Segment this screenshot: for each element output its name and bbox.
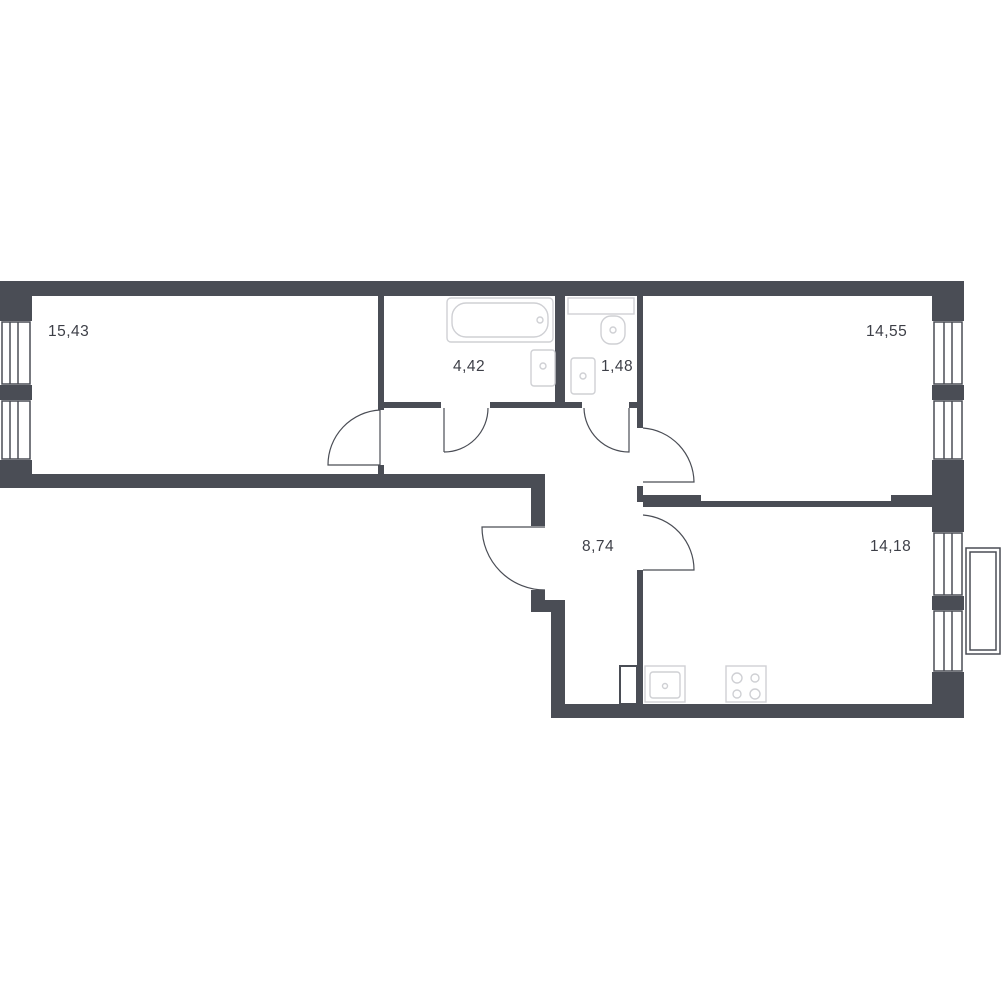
door-right-bedroom — [642, 427, 695, 483]
window-right-lower — [933, 400, 963, 460]
kitchen-sink — [644, 665, 686, 703]
bedroom-kitchen-wall-right — [891, 495, 932, 507]
fixtures — [446, 297, 767, 703]
window-left-upper — [1, 321, 31, 385]
toilet-sink — [570, 357, 596, 395]
area-label-kitchen: 14,18 — [870, 538, 911, 555]
area-label-toilet: 1,48 — [601, 358, 633, 375]
hall-kitchen-partition — [637, 570, 643, 705]
area-label-bedroom-right: 14,55 — [866, 323, 907, 340]
toilet-wall-left — [565, 402, 582, 408]
bottom-outer-wall — [551, 704, 964, 718]
left-bedroom-bottom-wall — [0, 474, 545, 488]
hall-wall-upper — [531, 474, 545, 526]
bedroom-door-stub — [378, 465, 384, 475]
bath-wall-left — [384, 402, 441, 408]
door-kitchen — [642, 514, 695, 571]
area-label-bathroom: 4,42 — [453, 358, 485, 375]
area-label-hallway: 8,74 — [582, 538, 614, 555]
toilet-wall-right — [629, 402, 641, 408]
hall-left-wall — [551, 600, 565, 718]
bathtub — [446, 297, 554, 343]
windows — [1, 321, 1001, 672]
balcony — [965, 547, 1001, 655]
kitchen-shaft — [619, 665, 638, 705]
bedroom-bath-partition — [378, 296, 384, 410]
window-kitchen-lower — [933, 610, 963, 672]
left-pier-top — [0, 281, 32, 321]
bath-toilet-partition — [555, 296, 565, 408]
toilet-bowl — [600, 315, 626, 345]
door-toilet — [583, 407, 630, 453]
right-pier-kitchen-bottom — [932, 672, 964, 718]
window-right-upper — [933, 321, 963, 385]
bathtub-inner — [451, 302, 549, 338]
door-left-bedroom — [327, 409, 381, 466]
right-pier-lower — [932, 460, 964, 532]
hall-pier — [637, 486, 643, 502]
bedroom-kitchen-wall-left — [643, 495, 701, 507]
right-pier-kitchen-mid — [932, 596, 964, 610]
bath-wall-right — [490, 402, 556, 408]
kitchen-stove — [725, 665, 767, 703]
doors — [327, 407, 695, 591]
right-pier-mid — [932, 385, 964, 400]
door-bathroom — [443, 407, 489, 453]
bedroom-kitchen-wall-mid — [701, 501, 891, 507]
area-label-bedroom-left: 15,43 — [48, 323, 89, 340]
window-kitchen-upper — [933, 532, 963, 596]
bath-sink — [530, 349, 556, 387]
window-left-lower — [1, 400, 31, 460]
balcony-inner — [969, 551, 997, 651]
right-pier-top — [932, 281, 964, 321]
left-pier-mid — [0, 385, 32, 400]
walls — [0, 281, 964, 718]
top-outer-wall — [0, 281, 964, 296]
door-entrance — [481, 526, 546, 591]
toilet-tank-shelf — [567, 297, 635, 315]
toilet-bedroom-partition — [637, 296, 643, 428]
